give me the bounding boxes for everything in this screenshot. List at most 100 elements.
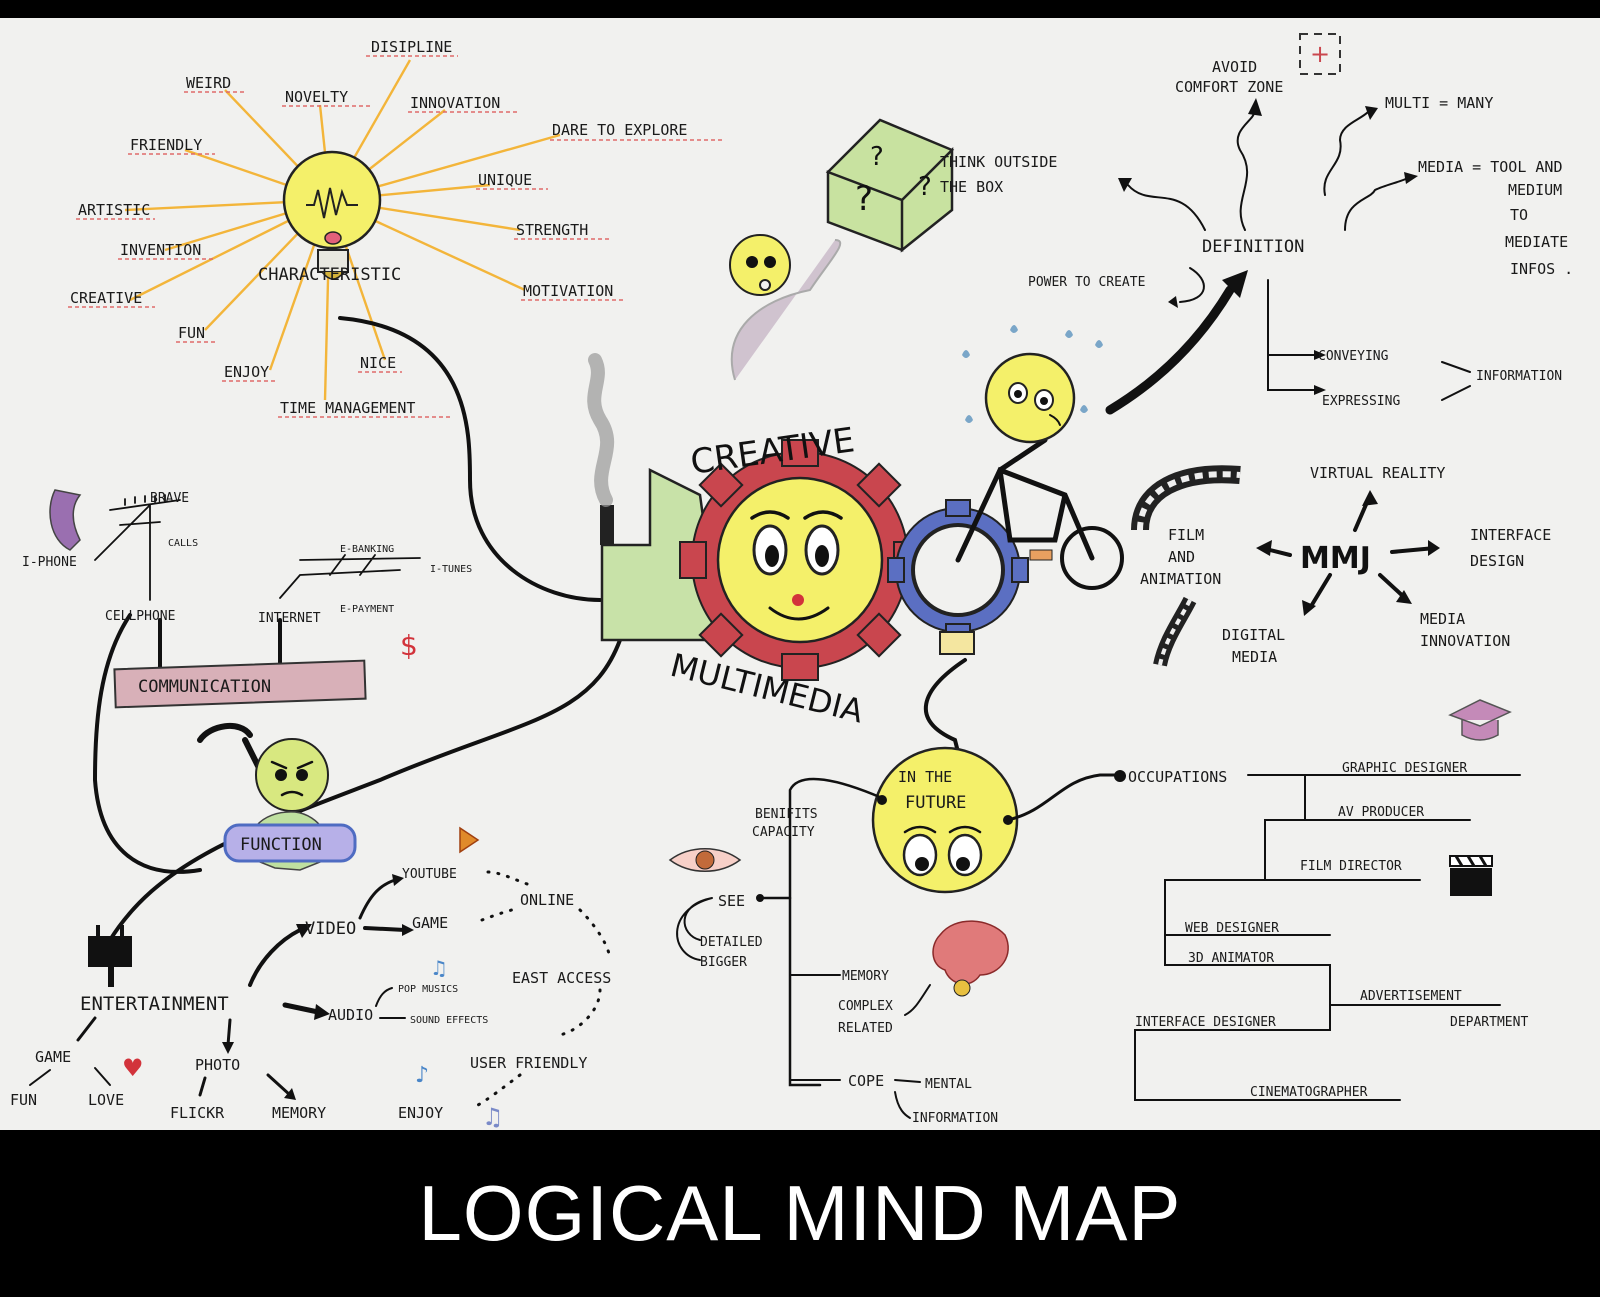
future-branch: IN THE FUTURE BENIFITS CAPACITY SEE DETA… (668, 746, 1126, 1126)
ebanking-text: E-BANKING (340, 544, 394, 555)
internet-text: INTERNET (258, 611, 321, 626)
brain-icon (932, 920, 1009, 985)
definition-title: DEFINITION (1202, 237, 1304, 257)
epayment-text: E-PAYMENT (340, 604, 394, 615)
east-access-text: EAST ACCESS (512, 969, 611, 987)
communication-branch: BRAVE I-PHONE CALLS CELLPHONE E-BANKING … (22, 489, 472, 709)
film-text-1: FILM (1168, 526, 1204, 544)
char-item-12: FUN (178, 324, 205, 342)
media-text-2: MEDIUM (1508, 181, 1562, 199)
expressing-text: EXPRESSING (1322, 394, 1400, 409)
caption-title: LOGICAL MIND MAP (418, 1169, 1182, 1257)
heart-icon: ♥ (122, 1054, 144, 1082)
char-item-15: TIME MANAGEMENT (280, 399, 415, 417)
char-item-9: INVENTION (120, 241, 201, 259)
brave-text: BRAVE (150, 491, 189, 506)
power-to-create: POWER TO CREATE (1028, 275, 1145, 290)
char-item-0: DISIPLINE (371, 38, 452, 56)
treble-clef-icon: ♫ (482, 1103, 504, 1131)
angry-face-icon (255, 738, 329, 812)
blue-gear-icon (887, 499, 1029, 641)
job-6: CINEMATOGRAPHER (1250, 1085, 1368, 1100)
characteristic-title: CHARACTERISTIC (258, 265, 401, 285)
entertainment-branch: ENTERTAINMENT VIDEO GAME YOUTUBE ONLINE … (10, 826, 612, 1131)
youtube-play-icon (459, 826, 480, 854)
char-item-8: STRENGTH (516, 221, 588, 239)
avoid-text-1: AVOID (1212, 58, 1257, 76)
char-item-13: ENJOY (224, 363, 269, 381)
think-outside-text-2: THE BOX (940, 178, 1003, 196)
related-text: RELATED (838, 1021, 893, 1036)
cope-text: COPE (848, 1072, 884, 1090)
job-0: GRAPHIC DESIGNER (1342, 761, 1467, 776)
char-item-2: NOVELTY (285, 88, 348, 106)
char-item-10: CREATIVE (70, 289, 142, 307)
function-badge (223, 823, 357, 863)
photo-text: PHOTO (195, 1056, 240, 1074)
box-question-group: ? ? ? THINK OUTSIDE THE BOX (729, 118, 1057, 381)
innovation-text-2: INNOVATION (1420, 632, 1510, 650)
char-item-1: WEIRD (186, 74, 231, 92)
jumping-face-icon (729, 234, 791, 296)
love-text: LOVE (88, 1091, 124, 1109)
multi-text: MULTI = MANY (1385, 94, 1493, 112)
future-title-2: FUTURE (905, 793, 966, 813)
youtube-text: YOUTUBE (402, 867, 457, 882)
job-5: INTERFACE DESIGNER (1135, 1015, 1276, 1030)
mmj-title: MMJ (1300, 541, 1371, 576)
plus-icon (1299, 33, 1341, 75)
memory-f-text: MEMORY (842, 969, 889, 984)
dollar-icon: $ (400, 629, 418, 662)
film-text-3: ANIMATION (1140, 570, 1221, 588)
benefits-text-1: BENIFITS (755, 807, 818, 822)
information-f-text: INFORMATION (912, 1111, 998, 1126)
svg-text:+: + (1310, 40, 1330, 68)
pop-text: POP MUSICS (398, 984, 458, 995)
definition-branch: DEFINITION POWER TO CREATE AVOID COMFORT… (1028, 33, 1573, 409)
conveying-text: CONVEYING (1318, 349, 1389, 364)
char-item-4: DARE TO EXPLORE (552, 121, 687, 139)
advert-text-1: ADVERTISEMENT (1360, 989, 1462, 1004)
cables (92, 316, 967, 942)
job-2: FILM DIRECTOR (1300, 859, 1402, 874)
digital-text-1: DIGITAL (1222, 626, 1285, 644)
char-item-5: FRIENDLY (130, 136, 202, 154)
game-v-text: GAME (412, 914, 448, 932)
function-figure: FUNCTION (197, 722, 357, 871)
clapperboard-icon (1449, 855, 1493, 896)
worried-face-icon (984, 352, 1076, 444)
char-item-14: NICE (360, 354, 396, 372)
media-text-5: INFOS . (1510, 260, 1573, 278)
job-3: WEB DESIGNER (1185, 921, 1279, 936)
sound-text: SOUND EFFECTS (410, 1015, 488, 1026)
interface-text-1: INTERFACE (1470, 526, 1551, 544)
film-text-2: AND (1168, 548, 1195, 566)
center-machine: CREATIVE MULTIMEDIA (587, 353, 1029, 731)
see-text: SEE (718, 892, 745, 910)
cellphone-text: CELLPHONE (105, 609, 175, 624)
char-item-6: UNIQUE (478, 171, 532, 189)
avoid-text-2: COMFORT ZONE (1175, 78, 1283, 96)
itunes-text: I-TUNES (430, 564, 472, 575)
calls-text: CALLS (168, 538, 198, 549)
function-title: FUNCTION (240, 835, 322, 855)
cyclist-figure (955, 270, 1248, 590)
job-1: AV PRODUCER (1338, 805, 1424, 820)
video-text: VIDEO (305, 919, 356, 939)
svg-text:?: ? (918, 172, 932, 202)
plug-icon (88, 925, 132, 967)
digital-text-2: MEDIA (1232, 648, 1277, 666)
film-strip-icon (1131, 465, 1241, 531)
information-text: INFORMATION (1476, 369, 1562, 384)
occupations-branch: OCCUPATIONS GRAPHIC DESIGNER AV PRODUCER… (1128, 699, 1528, 1101)
media-text-3: TO (1510, 206, 1528, 224)
flickr-text: FLICKR (170, 1104, 225, 1122)
music-note-icon: ♪ (415, 1063, 429, 1088)
char-item-3: INNOVATION (410, 94, 500, 112)
entertainment-title: ENTERTAINMENT (80, 993, 229, 1015)
think-outside-text-1: THINK OUTSIDE (940, 153, 1057, 171)
job-4: 3D ANIMATOR (1188, 951, 1274, 966)
complex-text: COMPLEX (838, 999, 893, 1014)
occupations-title: OCCUPATIONS (1128, 768, 1227, 786)
detailed-text: DETAILED (700, 935, 763, 950)
